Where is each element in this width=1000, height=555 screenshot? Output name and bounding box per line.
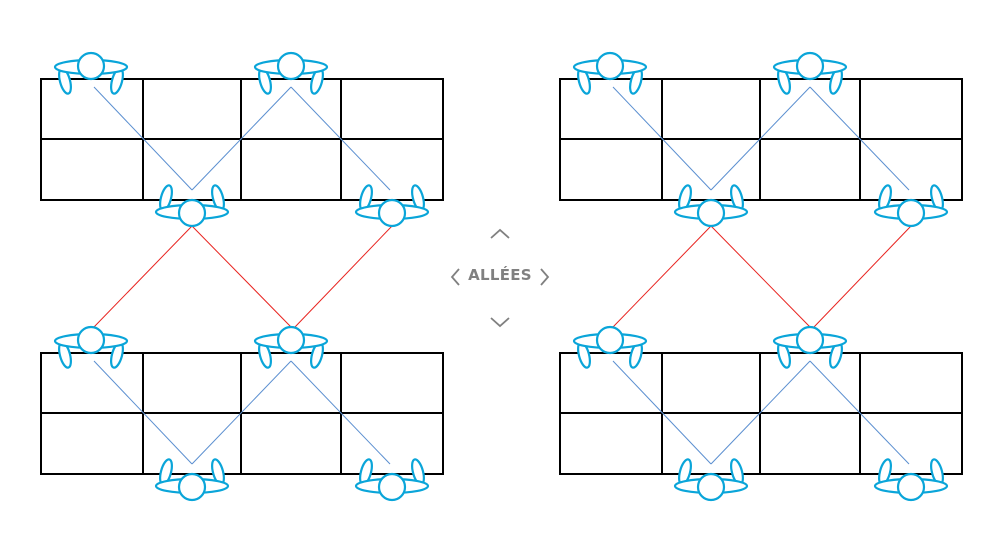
person-icon (572, 325, 648, 369)
table-block (40, 352, 444, 475)
person-icon (53, 51, 129, 95)
person-head (276, 325, 306, 355)
cross-aisle-line (612, 225, 712, 328)
chevron-up-icon (490, 228, 510, 239)
person-icon (673, 458, 749, 502)
person-head (595, 325, 625, 355)
person-head (696, 472, 726, 502)
person-head (377, 472, 407, 502)
person-head (377, 198, 407, 228)
pass-line (191, 86, 292, 191)
pass-line (290, 86, 391, 191)
person-icon (772, 325, 848, 369)
person-icon (873, 458, 949, 502)
pass-line (809, 360, 910, 465)
person-icon (154, 184, 230, 228)
person-head (276, 51, 306, 81)
pass-line (612, 86, 712, 191)
pass-line (93, 86, 193, 191)
person-head (696, 198, 726, 228)
person-icon (572, 51, 648, 95)
pass-line (710, 86, 811, 191)
pass-line (710, 360, 811, 465)
person-head (795, 325, 825, 355)
aisles-label: ALLÉES (468, 266, 532, 284)
person-icon (772, 51, 848, 95)
person-icon (354, 458, 430, 502)
cross-aisle-line (294, 225, 393, 328)
person-head (76, 51, 106, 81)
person-icon (154, 458, 230, 502)
person-head (795, 51, 825, 81)
person-icon (253, 51, 329, 95)
person-head (896, 198, 926, 228)
table-block (40, 78, 444, 201)
cross-aisle-line (93, 225, 193, 328)
pass-line (191, 360, 292, 465)
pass-line (93, 360, 193, 465)
person-head (177, 472, 207, 502)
cross-aisle-line (191, 225, 292, 328)
chevron-left-icon (450, 268, 460, 286)
person-icon (253, 325, 329, 369)
person-icon (354, 184, 430, 228)
person-head (177, 198, 207, 228)
person-head (76, 325, 106, 355)
person-head (595, 51, 625, 81)
person-icon (673, 184, 749, 228)
pass-line (809, 86, 910, 191)
cross-aisle-line (813, 225, 912, 328)
chevron-down-icon (490, 317, 510, 328)
cross-aisle-line (710, 225, 811, 328)
person-head (896, 472, 926, 502)
person-icon (873, 184, 949, 228)
pass-line (612, 360, 712, 465)
person-icon (53, 325, 129, 369)
chevron-right-icon (540, 268, 550, 286)
pass-line (290, 360, 391, 465)
